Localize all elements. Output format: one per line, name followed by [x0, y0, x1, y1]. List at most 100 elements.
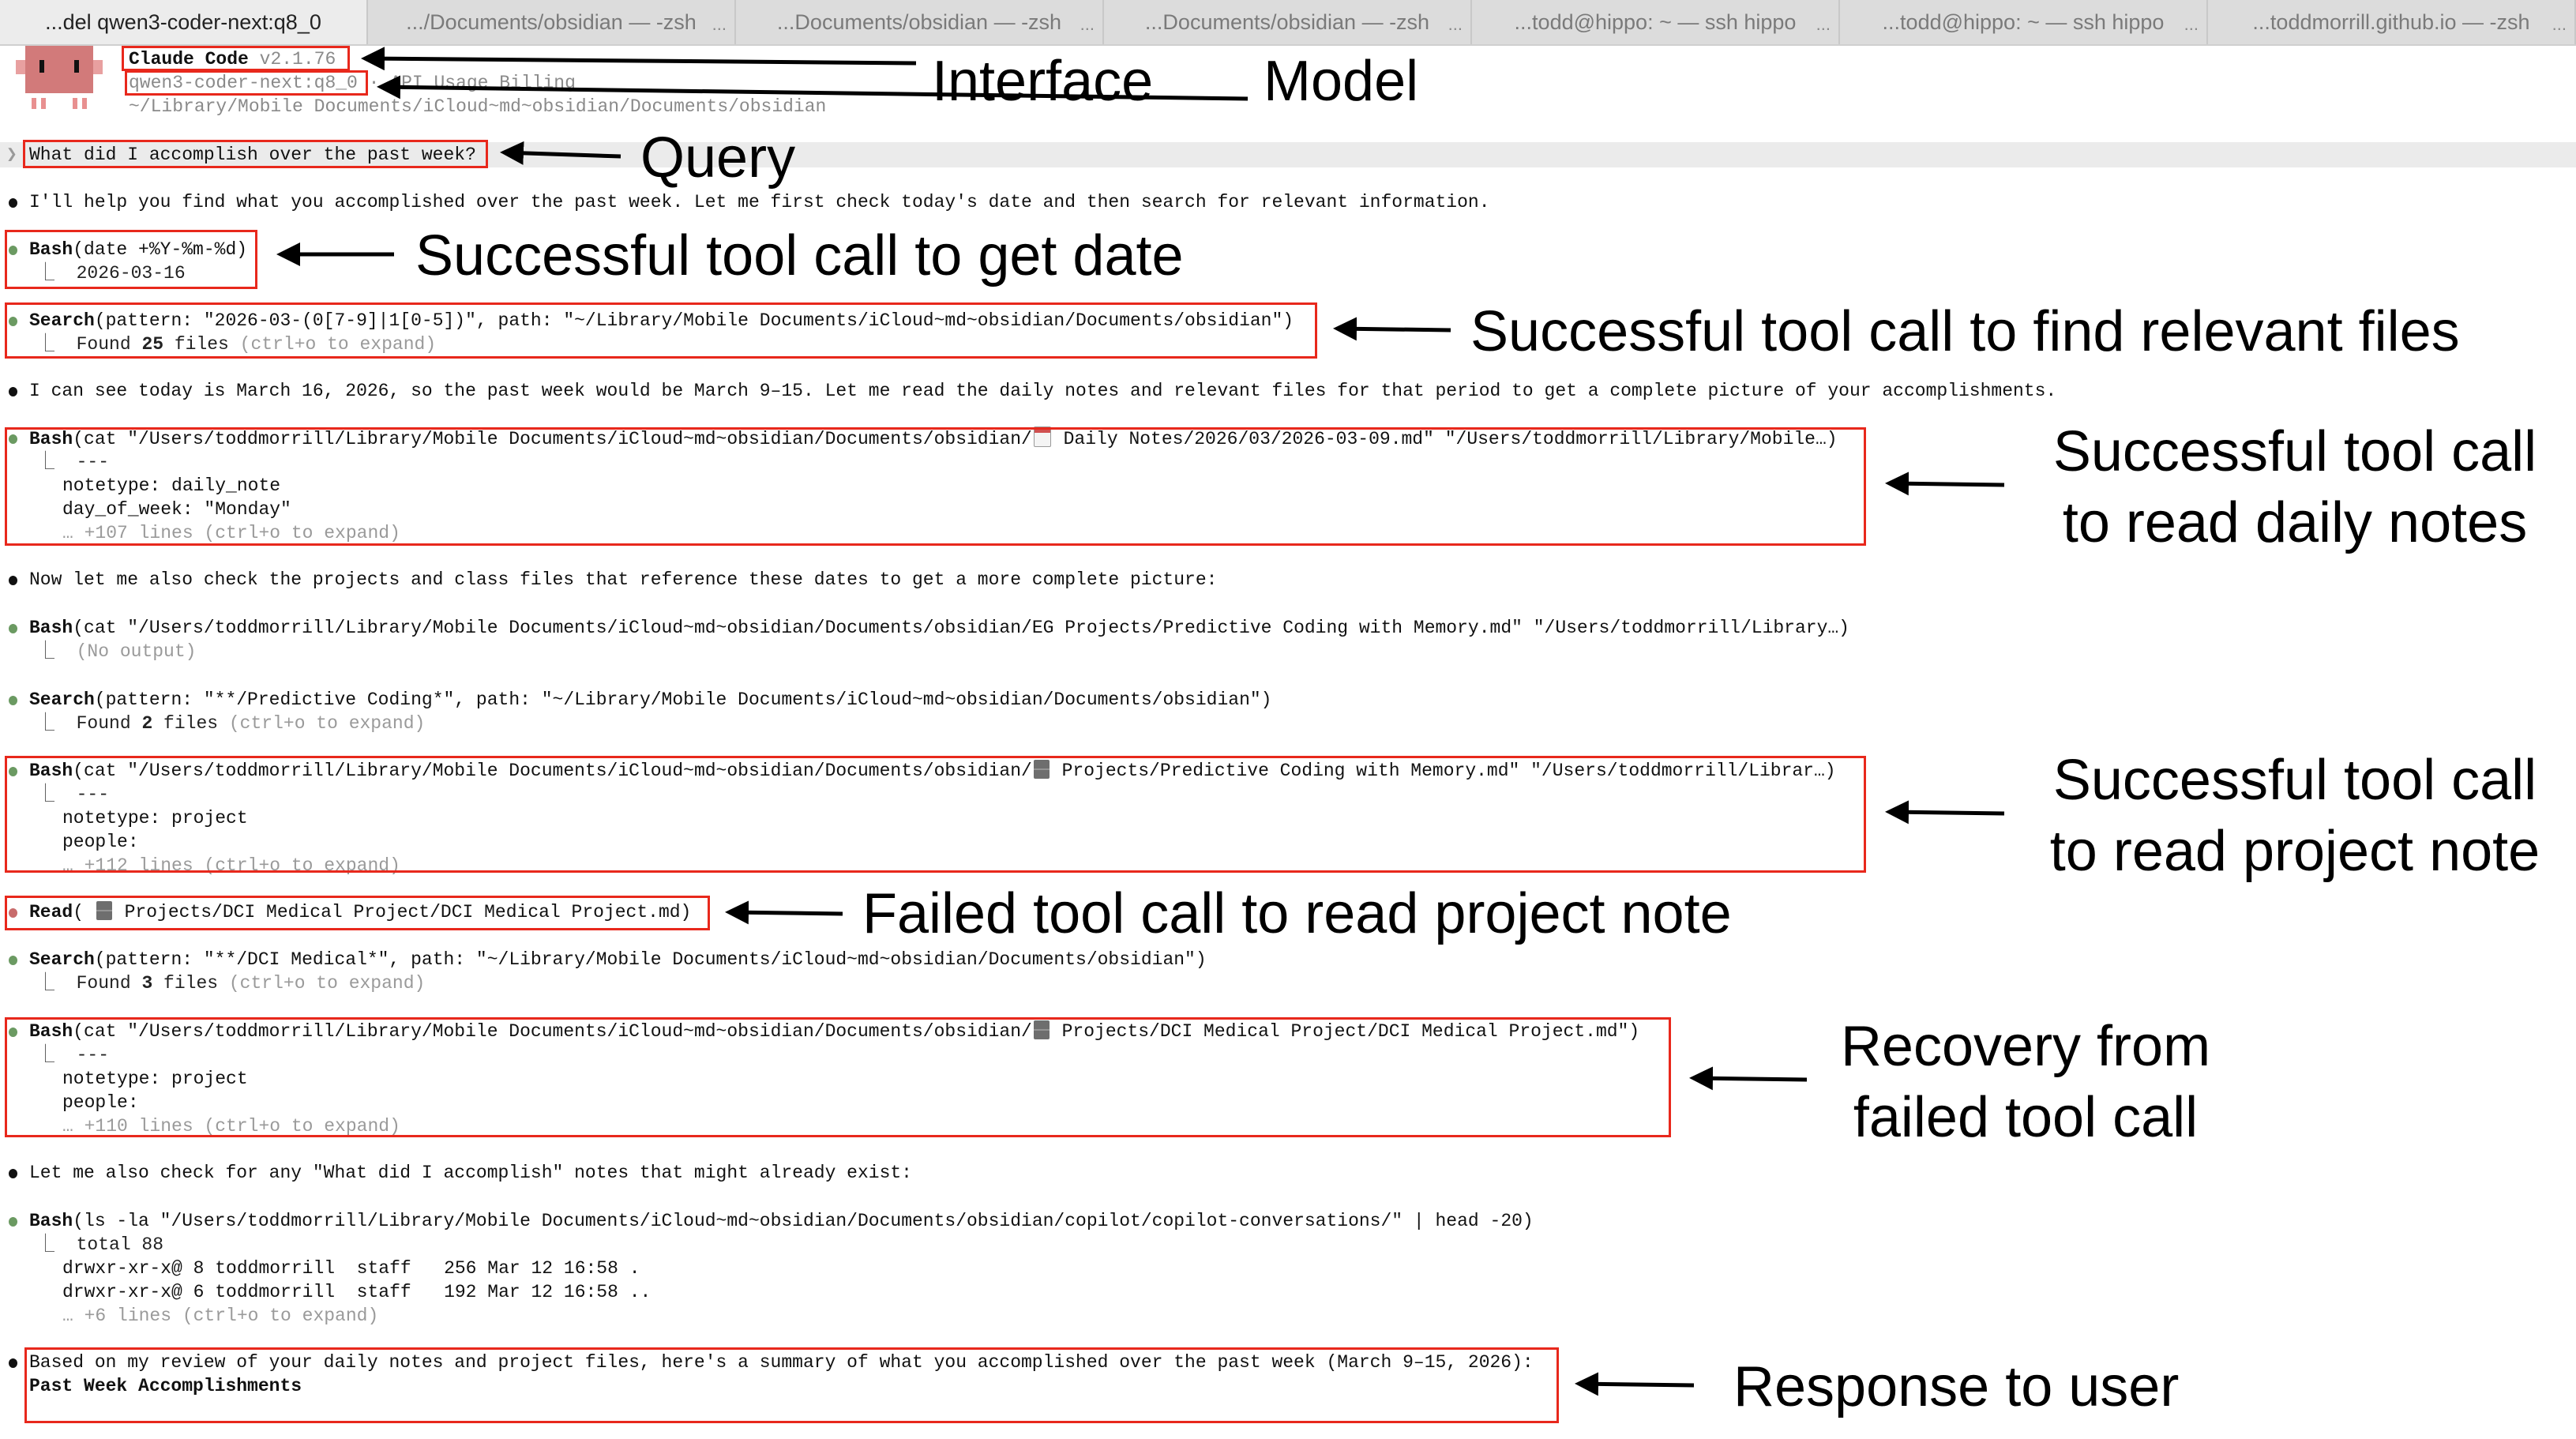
tab-label: ...del qwen3-coder-next:q8_0	[45, 9, 321, 34]
tool-result: ⎿ (No output)	[36, 640, 196, 663]
arrow-failed	[725, 900, 843, 925]
message-text: Based on my review of your daily notes a…	[29, 1351, 1534, 1374]
terminal-tab[interactable]: .../Documents/obsidian — -zsh...	[368, 0, 736, 44]
expand-hint[interactable]: (ctrl+o to expand)	[218, 713, 426, 734]
entry-first-line: Bash(cat "/Users/toddmorrill/Library/Mob…	[0, 426, 2576, 450]
annotation-response: Response to user	[1733, 1355, 2180, 1418]
expand-hint[interactable]: … +110 lines (ctrl+o to expand)	[62, 1116, 400, 1137]
terminal-tab[interactable]: ...toddmorrill.github.io — -zsh...	[2208, 0, 2576, 44]
cabinet-icon	[1033, 760, 1050, 779]
prompt-chevron-icon: ❯	[6, 145, 17, 165]
tool-args: (date +%Y-%m-%d)	[73, 239, 248, 260]
tool-result-line: ⎿ Found 2 files (ctrl+o to expand)	[0, 712, 2576, 735]
expand-hint[interactable]: … +107 lines (ctrl+o to expand)	[62, 523, 400, 543]
tool-result: ⎿ ---	[36, 783, 109, 806]
success-status-dot-icon	[9, 767, 17, 776]
tool-call-text: Bash(cat "/Users/toddmorrill/Library/Mob…	[29, 426, 1838, 451]
entry-first-line: Based on my review of your daily notes a…	[0, 1351, 2576, 1374]
tool-args: (cat "/Users/toddmorrill/Library/Mobile …	[73, 429, 1032, 449]
expand-hint[interactable]: … +6 lines (ctrl+o to expand)	[62, 1306, 379, 1326]
tab-label: ...Documents/obsidian — -zsh	[1144, 9, 1430, 34]
app-name: Claude Code	[129, 49, 249, 70]
expand-hint-line[interactable]: … +110 lines (ctrl+o to expand)	[0, 1114, 2576, 1138]
result-text: ---	[76, 784, 110, 805]
result-text: ---	[76, 452, 110, 472]
tool-name: Bash	[29, 761, 73, 781]
tab-overflow-icon: ...	[712, 14, 727, 34]
tool-name: Search	[29, 689, 95, 710]
terminal-tab[interactable]: ...todd@hippo: ~ — ssh hippo...	[1840, 0, 2208, 44]
assistant-message: Let me also check for any "What did I ac…	[0, 1161, 2576, 1185]
tool-call-bash: Bash(cat "/Users/toddmorrill/Library/Mob…	[0, 616, 2576, 663]
terminal-tab[interactable]: ...Documents/obsidian — -zsh...	[1104, 0, 1472, 44]
arrow-daily-notes	[1885, 472, 2005, 496]
message-bullet-icon	[9, 198, 17, 208]
annotation-daily-notes: Successful tool call to read daily notes	[2052, 420, 2537, 554]
tool-call-search: Search(pattern: "**/Predictive Coding*",…	[0, 688, 2576, 735]
annotation-query: Query	[640, 126, 796, 190]
expand-hint-line[interactable]: … +6 lines (ctrl+o to expand)	[0, 1304, 2576, 1328]
annotation-failed: Failed tool call to read project note	[862, 882, 1732, 945]
annotation-box-get-date	[5, 230, 257, 289]
tool-args-rest: Projects/DCI Medical Project/DCI Medical…	[113, 902, 692, 922]
result-text: people:	[62, 832, 139, 852]
terminal-tab[interactable]: ...Documents/obsidian — -zsh...	[736, 0, 1104, 44]
arrow-interface	[361, 47, 917, 71]
message-text: Let me also check for any "What did I ac…	[29, 1161, 912, 1185]
message-text: Based on my review of your daily notes a…	[29, 1352, 1534, 1373]
billing-label: · API Usage Billing	[357, 73, 576, 93]
tool-name: Bash	[29, 1211, 73, 1231]
entry-first-line: Bash(date +%Y-%m-%d)	[0, 238, 2576, 261]
result-text: day_of_week: "Monday"	[62, 499, 291, 520]
tool-name: Read	[29, 902, 73, 922]
terminal-tab-bar: ...del qwen3-coder-next:q8_0 .../Document…	[0, 0, 2576, 46]
tool-call-text: Bash(cat "/Users/toddmorrill/Library/Mob…	[29, 759, 1836, 783]
expand-hint[interactable]: (ctrl+o to expand)	[228, 334, 437, 355]
result-text: notetype: daily_note	[62, 475, 281, 496]
cabinet-icon	[96, 901, 112, 920]
tab-overflow-icon: ...	[2552, 14, 2567, 34]
terminal-tab[interactable]: ...del qwen3-coder-next:q8_0	[0, 0, 368, 44]
entry-first-line: Bash(cat "/Users/toddmorrill/Library/Mob…	[0, 616, 2576, 640]
tool-call-bash: Bash(date +%Y-%m-%d)⎿ 2026-03-16	[0, 238, 2576, 285]
found-count: 3	[141, 973, 153, 994]
expand-hint[interactable]: (ctrl+o to expand)	[218, 973, 426, 994]
found-suffix: files	[163, 334, 229, 355]
tab-overflow-icon: ...	[1448, 14, 1463, 34]
entry-first-line: Read( Projects/DCI Medical Project/DCI M…	[0, 900, 2576, 924]
message-text: I can see today is March 16, 2026, so th…	[29, 379, 2056, 403]
assistant-message: Now let me also check the projects and c…	[0, 568, 2576, 592]
tool-result-line: ⎿ Found 3 files (ctrl+o to expand)	[0, 971, 2576, 995]
terminal-tab[interactable]: ...todd@hippo: ~ — ssh hippo...	[1472, 0, 1840, 44]
tool-args-rest: Projects/DCI Medical Project/DCI Medical…	[1050, 1021, 1640, 1042]
tool-args: (pattern: "2026-03-(0[7-9]|1[0-5])", pat…	[94, 310, 1294, 331]
annotation-box-query	[23, 140, 488, 168]
tab-overflow-icon: ...	[1816, 14, 1831, 34]
assistant-message: I'll help you find what you accomplished…	[0, 190, 2576, 214]
result-elbow-icon: ⎿	[36, 1234, 77, 1255]
tool-result-line: people:	[0, 830, 2576, 854]
result-text: total 88	[76, 1234, 164, 1255]
success-status-dot-icon	[9, 1217, 17, 1227]
tab-overflow-icon: ...	[1080, 14, 1095, 34]
tool-call-bash: Bash(cat "/Users/toddmorrill/Library/Mob…	[0, 426, 2576, 545]
model-name: qwen3-coder-next:q8_0	[129, 73, 358, 93]
success-status-dot-icon	[9, 246, 17, 255]
result-elbow-icon: ⎿	[36, 334, 77, 355]
result-text: drwxr-xr-x@ 8 toddmorrill staff 256 Mar …	[62, 1258, 640, 1279]
expand-hint-line[interactable]: … +107 lines (ctrl+o to expand)	[0, 521, 2576, 545]
tool-result: ⎿ ---	[36, 1043, 109, 1067]
success-status-dot-icon	[9, 696, 17, 705]
annotation-box-model	[125, 70, 368, 96]
arrow-project-note	[1885, 800, 2005, 825]
found-suffix: files	[152, 713, 219, 734]
entry-first-line: Now let me also check the projects and c…	[0, 568, 2576, 592]
tool-result-line: ⎿ ---	[0, 783, 2576, 806]
result-text: drwxr-xr-x@ 6 toddmorrill staff 192 Mar …	[62, 1282, 652, 1302]
found-suffix: files	[152, 973, 219, 994]
annotation-recovery: Recovery from failed tool call	[1840, 1015, 2211, 1149]
entry-first-line: Bash(cat "/Users/toddmorrill/Library/Mob…	[0, 759, 2576, 783]
tab-label: ...todd@hippo: ~ — ssh hippo	[1882, 9, 2165, 34]
tool-result-line: drwxr-xr-x@ 8 toddmorrill staff 256 Mar …	[0, 1257, 2576, 1280]
tool-result: ⎿ Found 25 files (ctrl+o to expand)	[36, 333, 436, 356]
